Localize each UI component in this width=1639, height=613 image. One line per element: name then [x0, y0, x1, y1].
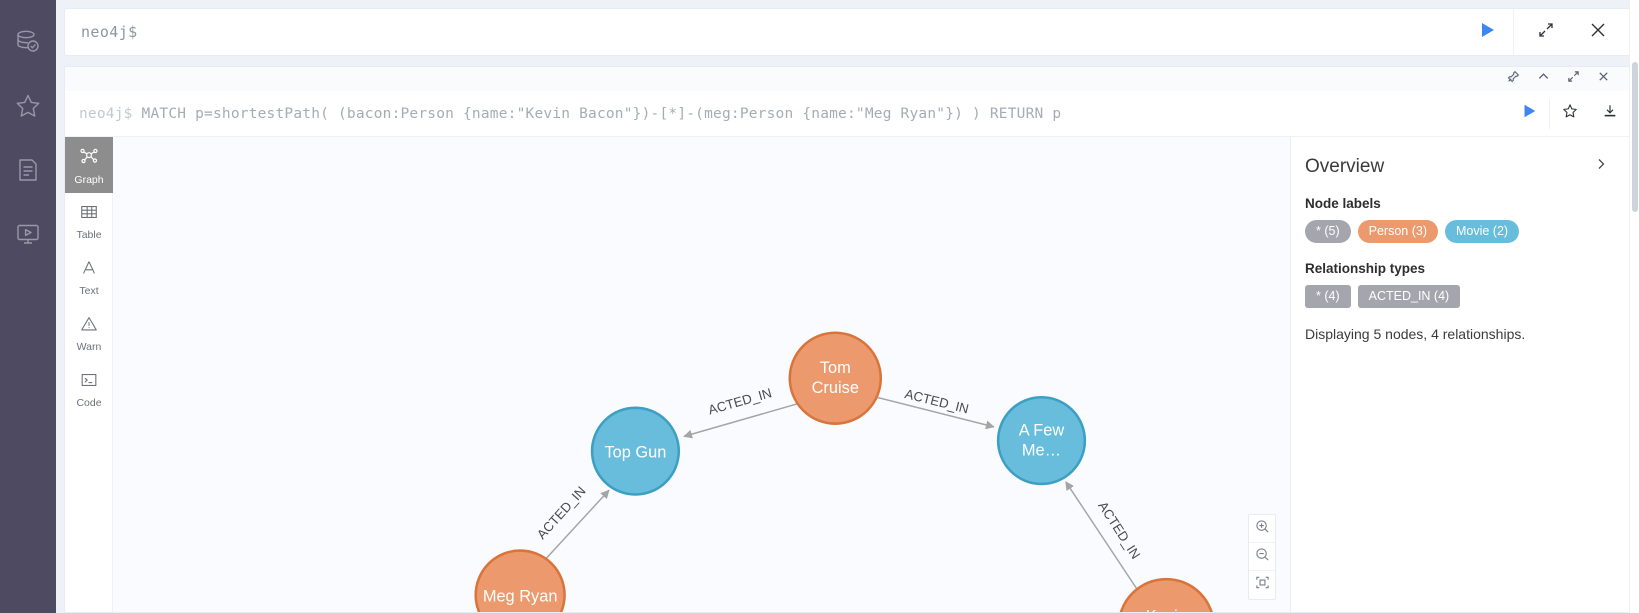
relationship-label: ACTED_IN — [534, 483, 589, 542]
graph-visualization-canvas[interactable]: ACTED_IN ACTED_IN ACTED_IN — [113, 137, 1290, 612]
close-icon — [1597, 70, 1610, 88]
zoom-in-button[interactable] — [1249, 515, 1275, 543]
node-labels-heading: Node labels — [1305, 196, 1381, 211]
node-label-pill-person[interactable]: Person (3) — [1357, 220, 1438, 243]
editor-run-button[interactable] — [1461, 9, 1513, 55]
graph-svg: ACTED_IN ACTED_IN ACTED_IN — [474, 331, 1213, 612]
relationship-types-pills: * (4) ACTED_IN (4) — [1305, 285, 1612, 308]
cypher-editor-input[interactable]: neo4j$ — [81, 23, 138, 41]
editor-close-button[interactable] — [1578, 9, 1618, 55]
sidebar-item-documents[interactable] — [0, 138, 56, 202]
tab-code-label: Code — [76, 396, 102, 409]
table-icon — [79, 202, 99, 227]
overview-header: Overview — [1305, 155, 1612, 178]
node-label-pill-all[interactable]: * (5) — [1305, 220, 1351, 243]
query-prompt: neo4j$ — [79, 105, 133, 122]
nodes-layer: Tom Cruise Top Gun A Few Me… — [474, 331, 1213, 612]
star-icon — [13, 91, 43, 121]
relationship-types-heading: Relationship types — [1305, 261, 1426, 276]
view-tabs: Graph Table — [65, 137, 113, 612]
sidebar-item-database[interactable] — [0, 10, 56, 74]
query-run-button[interactable] — [1509, 91, 1549, 137]
guides-icon — [13, 219, 43, 249]
node-meg-ryan[interactable]: Meg Ryan — [474, 549, 566, 612]
graph-zoom-controls — [1248, 514, 1276, 600]
relationship-kevin-afew[interactable]: ACTED_IN — [1065, 481, 1144, 590]
query-favorite-button[interactable] — [1550, 91, 1590, 137]
chevron-right-icon — [1594, 158, 1608, 175]
relationship-pill-acted-in[interactable]: ACTED_IN (4) — [1357, 285, 1461, 308]
pin-icon — [1507, 70, 1520, 88]
overview-sidebar: Overview Node labels * (5) Person — [1290, 137, 1630, 612]
play-icon — [1477, 20, 1497, 45]
expand-icon — [1537, 21, 1555, 44]
frame-collapse-button[interactable] — [1528, 67, 1558, 91]
tab-table[interactable]: Table — [65, 193, 113, 249]
relationship-label: ACTED_IN — [1095, 499, 1143, 562]
tab-warn-label: Warn — [76, 340, 102, 353]
node-top-gun[interactable]: Top Gun — [590, 406, 681, 496]
tab-graph[interactable]: Graph — [65, 137, 113, 193]
tab-table-label: Table — [76, 228, 102, 241]
query-display[interactable]: neo4j$ MATCH p=shortestPath( (bacon:Pers… — [65, 106, 1509, 122]
fullscreen-icon — [1567, 70, 1580, 88]
chevron-up-icon — [1537, 70, 1550, 88]
node-labels-pills: * (5) Person (3) Movie (2) — [1305, 220, 1612, 243]
editor-expand-button[interactable] — [1526, 9, 1566, 55]
download-icon — [1602, 103, 1618, 124]
relationship-pill-all[interactable]: * (4) — [1305, 285, 1351, 308]
frame-close-button[interactable] — [1588, 67, 1618, 91]
actions-divider — [1549, 98, 1550, 129]
relationship-meg-topgun[interactable]: ACTED_IN — [534, 483, 610, 559]
code-icon — [79, 370, 99, 395]
app-sidebar-rail — [0, 0, 56, 613]
node-a-few-good-men[interactable]: A Few Me… — [996, 395, 1087, 486]
page-scrollbar[interactable] — [1629, 0, 1639, 613]
result-frame: neo4j$ MATCH p=shortestPath( (bacon:Pers… — [64, 66, 1631, 613]
sidebar-item-favorites[interactable] — [0, 74, 56, 138]
tab-graph-label: Graph — [74, 173, 104, 186]
document-icon — [13, 155, 43, 185]
frame-query-row: neo4j$ MATCH p=shortestPath( (bacon:Pers… — [65, 91, 1630, 137]
node-label-pill-movie[interactable]: Movie (2) — [1444, 220, 1520, 243]
frame-query-actions — [1509, 91, 1630, 137]
query-statement: MATCH p=shortestPath( (bacon:Person {nam… — [141, 105, 1062, 122]
node-tom-cruise[interactable]: Tom Cruise — [788, 331, 883, 425]
text-icon — [79, 258, 99, 283]
graph-icon — [78, 145, 100, 172]
frame-fullscreen-button[interactable] — [1558, 67, 1588, 91]
tab-text-label: Text — [79, 284, 99, 297]
overview-collapse-button[interactable] — [1590, 155, 1612, 178]
scrollbar-thumb[interactable] — [1632, 62, 1638, 212]
zoom-out-icon — [1255, 547, 1270, 567]
star-icon — [1562, 103, 1578, 124]
fit-to-screen-icon — [1255, 575, 1270, 595]
relationship-tom-topgun[interactable]: ACTED_IN — [683, 385, 799, 439]
editor-divider — [1513, 9, 1514, 55]
zoom-in-icon — [1255, 519, 1270, 539]
frame-body: Graph Table — [65, 137, 1630, 612]
frame-pin-button[interactable] — [1498, 67, 1528, 91]
main-area: neo4j$ — [56, 0, 1639, 613]
frame-titlebar — [65, 67, 1630, 91]
relationship-label: ACTED_IN — [706, 385, 773, 417]
query-download-button[interactable] — [1590, 91, 1630, 137]
close-icon — [1588, 20, 1608, 45]
zoom-out-button[interactable] — [1249, 543, 1275, 571]
tab-code[interactable]: Code — [65, 361, 113, 417]
tab-warn[interactable]: Warn — [65, 305, 113, 361]
relationship-tom-afew[interactable]: ACTED_IN — [876, 386, 995, 430]
database-icon — [13, 27, 43, 57]
warning-icon — [79, 314, 99, 339]
cypher-editor-bar: neo4j$ — [64, 8, 1631, 56]
sidebar-item-guides[interactable] — [0, 202, 56, 266]
tab-text[interactable]: Text — [65, 249, 113, 305]
overview-title: Overview — [1305, 155, 1385, 177]
zoom-fit-button[interactable] — [1249, 571, 1275, 599]
overview-summary: Displaying 5 nodes, 4 relationships. — [1305, 326, 1526, 342]
play-icon — [1520, 102, 1538, 125]
